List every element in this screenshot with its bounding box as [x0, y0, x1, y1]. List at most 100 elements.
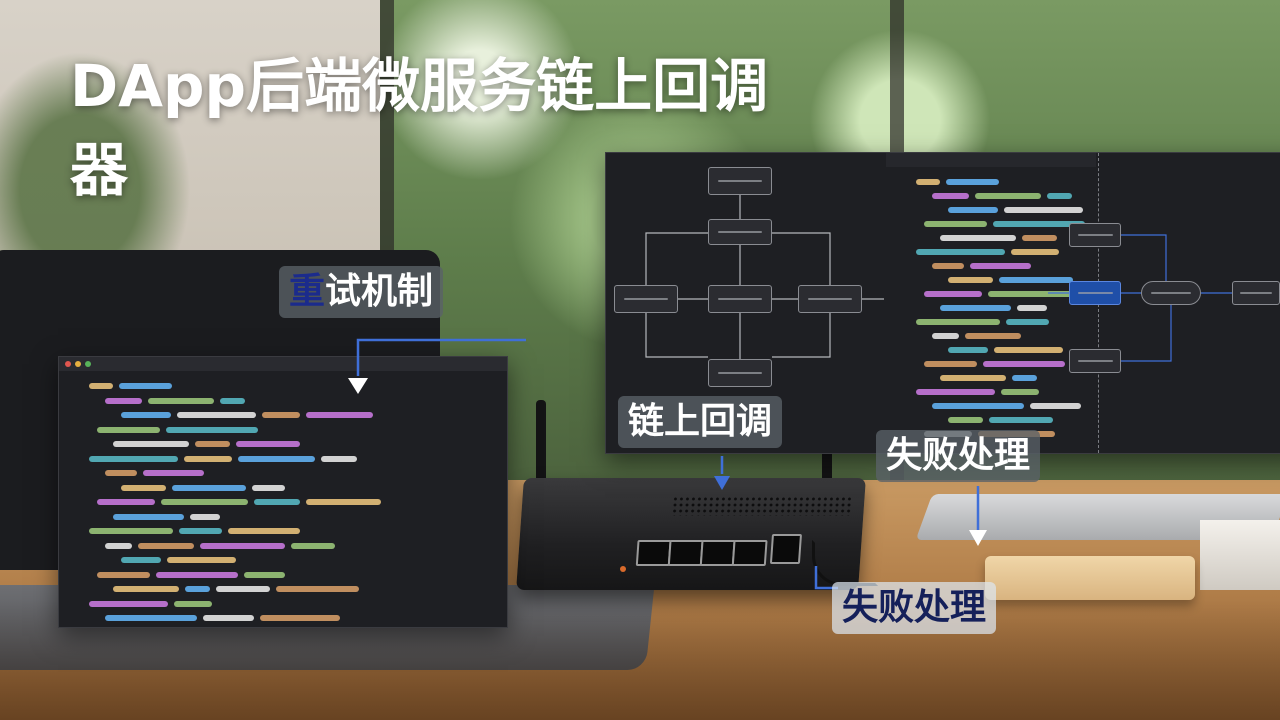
- code-token: [97, 571, 150, 578]
- code-line: [886, 385, 1096, 399]
- code-token: [244, 571, 285, 578]
- code-line: [886, 245, 1096, 259]
- code-token: [121, 412, 171, 418]
- code-token: [1006, 319, 1049, 325]
- code-line: [886, 217, 1096, 231]
- label-retry-accent: 重: [289, 271, 326, 312]
- code-token: [940, 235, 1016, 241]
- code-token: [975, 193, 1041, 199]
- label-failure-handling-bottom: 失败处理: [832, 582, 997, 634]
- code-token: [89, 528, 173, 534]
- code-token: [970, 263, 1031, 269]
- flowchart-decision: [1141, 281, 1201, 305]
- code-token: [948, 347, 988, 353]
- code-token: [1011, 249, 1059, 255]
- code-lines: [59, 379, 507, 627]
- code-token: [924, 221, 987, 227]
- flowchart-node: [614, 285, 678, 313]
- label-failure-handling-top: 失败处理: [876, 430, 1041, 482]
- code-token: [916, 179, 940, 185]
- ethernet-port: [667, 540, 704, 566]
- code-token: [97, 499, 155, 505]
- code-token: [216, 586, 270, 592]
- code-token: [105, 470, 137, 476]
- code-line: [59, 568, 507, 582]
- flowchart-node: [1069, 349, 1121, 373]
- code-token: [916, 249, 1005, 255]
- flowchart-node: [798, 285, 862, 313]
- label-retry-rest: 试机制: [325, 271, 434, 312]
- code-token: [228, 528, 300, 534]
- code-token: [948, 417, 983, 423]
- code-token: [190, 513, 220, 520]
- code-token: [119, 383, 172, 389]
- flowchart-node: [708, 167, 772, 195]
- code-line: [59, 379, 507, 393]
- code-line: [886, 329, 1096, 343]
- code-token: [1030, 403, 1081, 409]
- code-token: [924, 361, 977, 367]
- router-antenna: [536, 400, 546, 486]
- router-status-led: [620, 566, 626, 572]
- minimize-dot-icon: [75, 361, 81, 367]
- label-failure-bottom-text: 失败处理: [842, 587, 987, 628]
- code-token: [916, 389, 995, 395]
- code-line: [59, 510, 507, 524]
- code-line: [886, 357, 1096, 371]
- code-token: [948, 207, 998, 213]
- ethernet-port: [699, 540, 736, 566]
- code-line: [886, 399, 1096, 413]
- code-line: [59, 582, 507, 596]
- code-line: [886, 343, 1096, 357]
- code-token: [89, 383, 113, 389]
- code-line: [59, 553, 507, 567]
- code-token: [166, 426, 258, 433]
- flowchart-node-highlight: [1069, 281, 1121, 305]
- code-token: [254, 499, 300, 505]
- page-title: DApp后端微服务链上回调器: [70, 44, 770, 212]
- editor-titlebar: [59, 357, 507, 371]
- editor-titlebar: [886, 153, 1096, 167]
- code-token: [924, 291, 982, 297]
- code-token: [113, 441, 189, 447]
- code-token: [161, 499, 248, 505]
- wooden-block: [985, 556, 1195, 600]
- flowchart-connectors: [645, 195, 1232, 362]
- code-line: [59, 394, 507, 408]
- code-editor-panel-right: [886, 153, 1096, 453]
- code-token: [184, 455, 232, 462]
- code-token: [276, 586, 359, 592]
- flowchart-node: [708, 359, 772, 387]
- code-token: [105, 397, 142, 404]
- code-token: [174, 600, 212, 607]
- code-token: [983, 361, 1065, 367]
- flowchart-node: [1232, 281, 1280, 305]
- code-line: [886, 287, 1096, 301]
- code-token: [179, 528, 222, 534]
- code-token: [932, 333, 959, 339]
- code-token: [236, 441, 300, 447]
- code-line: [886, 273, 1096, 287]
- code-line: [59, 611, 507, 625]
- code-line: [59, 597, 507, 611]
- code-token: [105, 615, 197, 621]
- code-token: [1047, 193, 1072, 199]
- code-line: [59, 466, 507, 480]
- code-line: [59, 408, 507, 422]
- code-token: [1001, 389, 1039, 395]
- code-token: [167, 557, 236, 563]
- code-token: [238, 455, 315, 462]
- code-token: [89, 455, 178, 462]
- code-token: [306, 412, 373, 418]
- code-line: [59, 437, 507, 451]
- ethernet-port: [635, 540, 672, 566]
- code-token: [252, 484, 285, 491]
- code-token: [999, 277, 1073, 283]
- code-line: [886, 189, 1096, 203]
- code-line: [59, 539, 507, 553]
- code-token: [172, 484, 246, 491]
- code-line: [886, 413, 1096, 427]
- code-token: [291, 542, 335, 549]
- code-line: [886, 175, 1096, 189]
